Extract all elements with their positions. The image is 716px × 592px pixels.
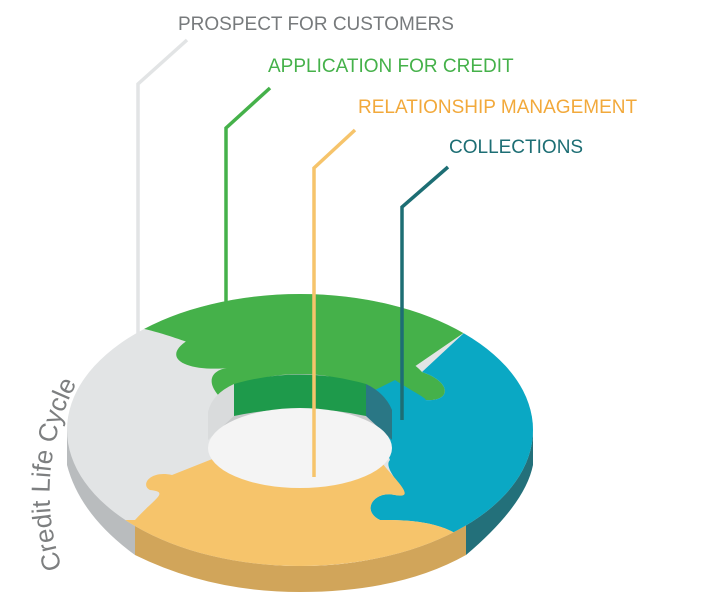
- hole-inner-wall-green: [234, 374, 366, 416]
- collections-leader-line: [400, 165, 450, 420]
- ring-hole: [208, 374, 392, 488]
- hole-floor: [208, 408, 392, 488]
- ring-top: [67, 294, 533, 566]
- label-relationship: RELATIONSHIP MANAGEMENT: [358, 97, 637, 118]
- hole-inner-wall-grey: [208, 384, 234, 440]
- label-prospect: PROSPECT FOR CUSTOMERS: [178, 14, 454, 35]
- leader-lines: [136, 38, 450, 477]
- segment-application: [120, 294, 465, 402]
- application-leader-line: [224, 86, 272, 303]
- hole-inner-wall-teal: [366, 384, 392, 440]
- relationship-leader-line: [312, 128, 357, 477]
- relationship-side-wall: [135, 520, 466, 592]
- label-collections: COLLECTIONS: [449, 137, 583, 158]
- prospect-leader-line: [136, 38, 189, 335]
- label-application: APPLICATION FOR CREDIT: [268, 56, 514, 77]
